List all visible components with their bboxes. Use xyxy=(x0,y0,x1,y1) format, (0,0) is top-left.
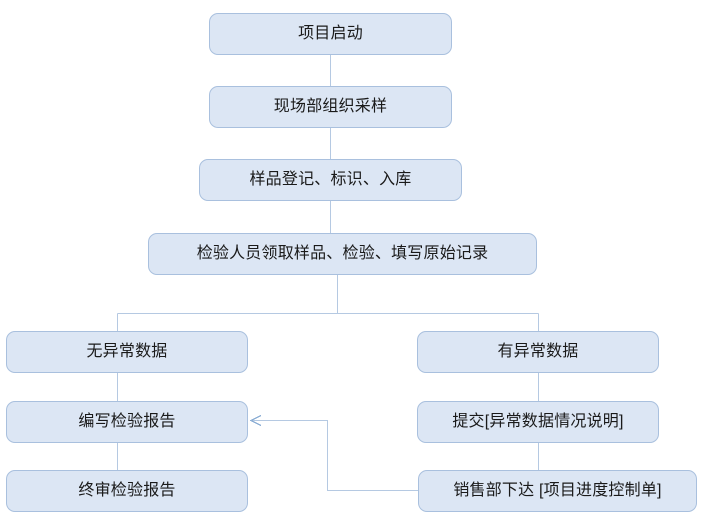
node-write-inspection-report[interactable]: 编写检验报告 xyxy=(6,401,248,443)
node-label-no-abnormal-data: 无异常数据 xyxy=(86,343,168,360)
node-has-abnormal-data[interactable]: 有异常数据 xyxy=(417,331,659,373)
node-submit-abnormal-explanation[interactable]: 提交[异常数据情况说明] xyxy=(417,401,659,443)
node-label-inspector-collect-test-record: 检验人员领取样品、检验、填写原始记录 xyxy=(196,245,489,262)
node-label-field-dept-sampling: 现场部组织采样 xyxy=(273,98,388,115)
arrowhead-into-write-report xyxy=(249,414,262,427)
node-label-write-inspection-report: 编写检验报告 xyxy=(78,413,176,430)
node-label-sample-registration: 样品登记、标识、入库 xyxy=(249,171,412,188)
node-sample-registration[interactable]: 样品登记、标识、入库 xyxy=(199,159,462,201)
connector-sales-dept-feedback xyxy=(252,419,418,492)
node-field-dept-sampling[interactable]: 现场部组织采样 xyxy=(209,86,452,128)
node-label-project-start: 项目启动 xyxy=(298,25,363,42)
node-label-submit-abnormal-explanation: 提交[异常数据情况说明] xyxy=(452,413,624,430)
node-label-sales-dept-issue-control-sheet: 销售部下达 [项目进度控制单] xyxy=(453,482,662,499)
node-no-abnormal-data[interactable]: 无异常数据 xyxy=(6,331,248,373)
node-project-start[interactable]: 项目启动 xyxy=(209,13,452,55)
node-inspector-collect-test-record[interactable]: 检验人员领取样品、检验、填写原始记录 xyxy=(148,233,537,275)
node-final-inspection-report[interactable]: 终审检验报告 xyxy=(6,470,248,512)
node-sales-dept-issue-control-sheet[interactable]: 销售部下达 [项目进度控制单] xyxy=(418,470,697,512)
node-label-final-inspection-report: 终审检验报告 xyxy=(78,482,176,499)
node-label-has-abnormal-data: 有异常数据 xyxy=(497,343,579,360)
